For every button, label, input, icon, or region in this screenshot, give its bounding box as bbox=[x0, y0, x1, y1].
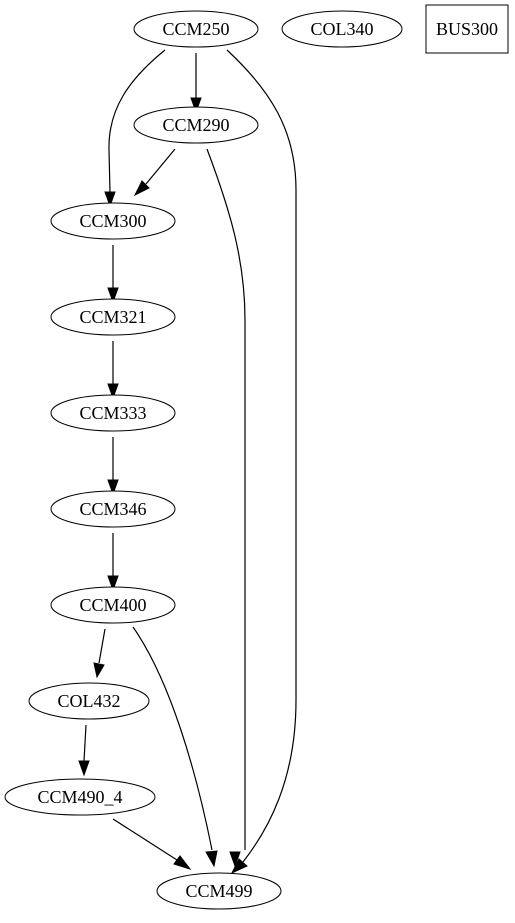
node-box bbox=[425, 4, 509, 54]
node-ellipse bbox=[50, 298, 176, 336]
edge-ccm490_4-to-ccm499 bbox=[112, 818, 192, 870]
node-ellipse bbox=[50, 394, 176, 432]
node-ellipse bbox=[28, 682, 150, 720]
edge-ccm250-to-ccm290 bbox=[190, 53, 202, 114]
node-ccm400: CCM400 bbox=[50, 586, 176, 624]
arrowhead-icon bbox=[107, 479, 119, 496]
arrowhead-icon bbox=[107, 383, 119, 400]
edge-line bbox=[98, 628, 106, 664]
node-label: CCM346 bbox=[79, 499, 146, 519]
edge-ccm400-to-col432 bbox=[93, 628, 106, 679]
edge-line bbox=[132, 626, 213, 851]
edge-ccm346-to-ccm400 bbox=[107, 533, 119, 592]
edge-ccm333-to-ccm346 bbox=[107, 437, 119, 496]
edge-line bbox=[112, 818, 178, 861]
edge-line bbox=[145, 148, 176, 185]
arrowhead-icon bbox=[104, 191, 116, 208]
edge-ccm290-to-ccm499 bbox=[206, 148, 246, 868]
arrowhead-icon bbox=[173, 855, 192, 870]
arrowhead-icon bbox=[107, 287, 119, 304]
node-ellipse bbox=[50, 490, 176, 528]
node-label: COL432 bbox=[58, 691, 121, 711]
edge-ccm250-to-ccm300 bbox=[104, 49, 166, 208]
node-ccm290: CCM290 bbox=[133, 106, 259, 144]
arrowhead-icon bbox=[229, 851, 241, 868]
node-label: CCM499 bbox=[185, 881, 252, 901]
node-ccm490_4: CCM490_4 bbox=[4, 778, 156, 816]
edge-ccm400-to-ccm499 bbox=[132, 626, 218, 868]
node-label: CCM490_4 bbox=[37, 787, 122, 807]
edge-col432-to-ccm490_4 bbox=[78, 724, 90, 777]
edge-line bbox=[206, 148, 246, 850]
node-ellipse bbox=[281, 10, 403, 48]
node-label: CCM321 bbox=[79, 307, 146, 327]
node-ccm250: CCM250 bbox=[133, 10, 259, 48]
node-label: CCM300 bbox=[79, 211, 146, 231]
edge-line bbox=[83, 724, 87, 762]
edge-line bbox=[108, 49, 166, 193]
edge-line bbox=[226, 49, 297, 863]
node-ellipse bbox=[156, 872, 282, 910]
arrowhead-icon bbox=[78, 760, 90, 777]
node-ellipse bbox=[133, 106, 259, 144]
node-ellipse bbox=[133, 10, 259, 48]
node-label: CCM290 bbox=[162, 115, 229, 135]
node-bus300: BUS300 bbox=[425, 4, 509, 54]
node-ellipse bbox=[50, 586, 176, 624]
arrowhead-icon bbox=[133, 180, 150, 197]
node-col432: COL432 bbox=[28, 682, 150, 720]
arrowhead-icon bbox=[107, 575, 119, 592]
node-ccm300: CCM300 bbox=[50, 202, 176, 240]
node-col340: COL340 bbox=[281, 10, 403, 48]
node-label: COL340 bbox=[311, 19, 374, 39]
node-label: BUS300 bbox=[436, 19, 498, 39]
node-ccm499: CCM499 bbox=[156, 872, 282, 910]
node-ellipse bbox=[50, 202, 176, 240]
arrowhead-icon bbox=[205, 850, 218, 868]
arrowhead-icon bbox=[93, 662, 105, 679]
edge-ccm300-to-ccm321 bbox=[107, 245, 119, 304]
node-label: CCM400 bbox=[79, 595, 146, 615]
edge-ccm250-to-ccm499 bbox=[226, 49, 297, 875]
node-label: CCM333 bbox=[79, 403, 146, 423]
node-ccm321: CCM321 bbox=[50, 298, 176, 336]
arrowhead-icon bbox=[190, 97, 202, 114]
edge-ccm321-to-ccm333 bbox=[107, 341, 119, 400]
node-ellipse bbox=[4, 778, 156, 816]
node-ccm333: CCM333 bbox=[50, 394, 176, 432]
node-ccm346: CCM346 bbox=[50, 490, 176, 528]
edge-ccm290-to-ccm300 bbox=[133, 148, 176, 197]
node-label: CCM250 bbox=[162, 19, 229, 39]
